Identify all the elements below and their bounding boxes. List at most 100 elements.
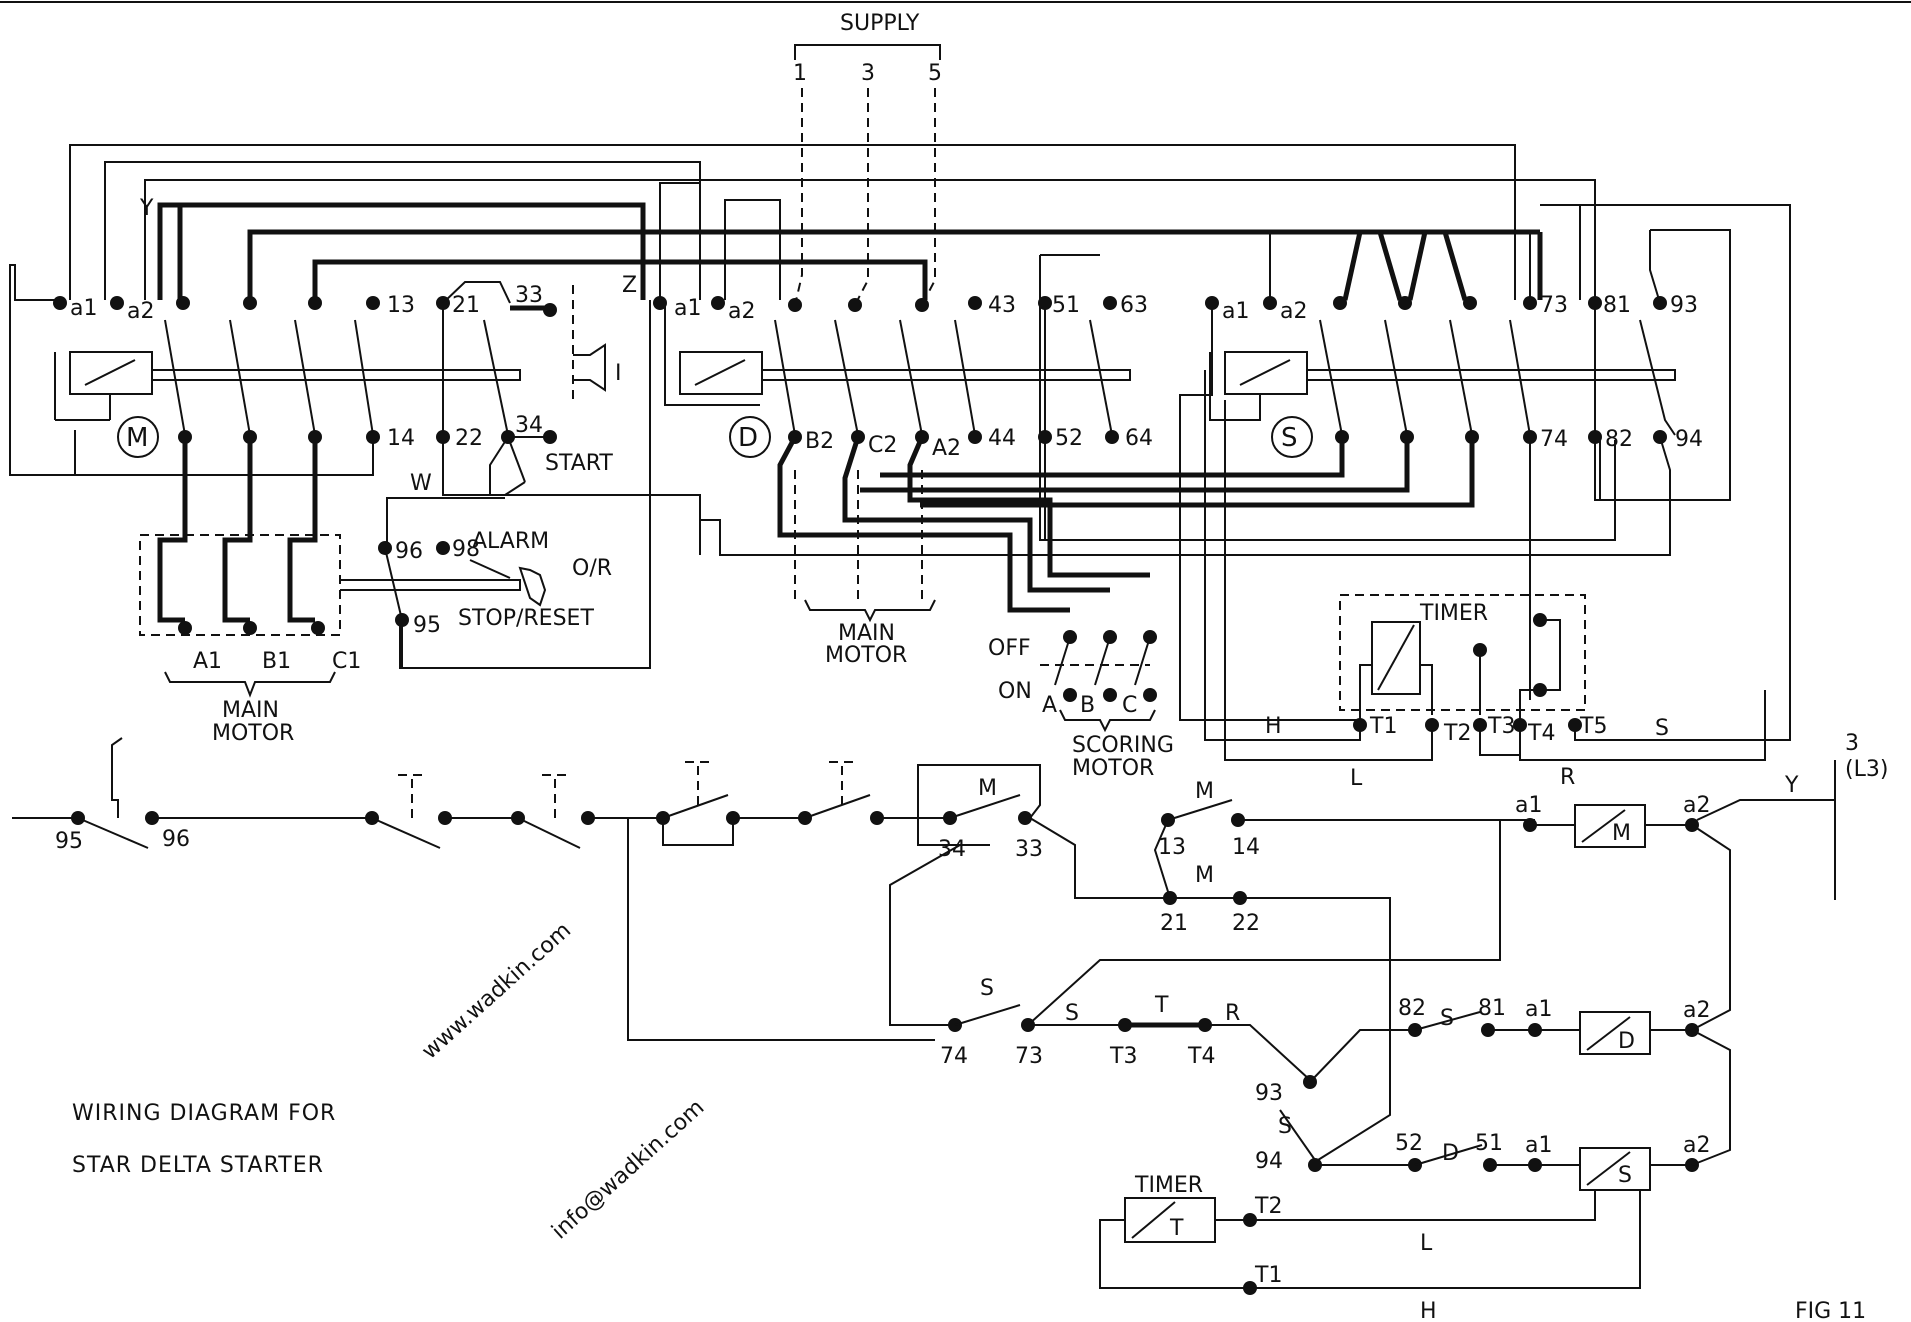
wire-label-w: W (410, 471, 432, 496)
top-bus-wires (69, 144, 1731, 541)
contactor-s: S a1 a2 73 81 93 74 82 94 (700, 180, 1730, 721)
ladder-81: 81 (1478, 996, 1506, 1021)
ladder-timer-t1: T1 (1254, 1263, 1282, 1288)
coil-m-name: M (1612, 821, 1631, 846)
timer-t4: T4 (1527, 721, 1555, 746)
main-motor-1-label-b: MOTOR (212, 721, 294, 746)
coil-d-name: D (1618, 1029, 1635, 1054)
d-a1: a1 (674, 296, 701, 321)
off-label: OFF (988, 636, 1031, 661)
coil-d (679, 351, 763, 395)
supply-y-line: 3 (L3) Y (1696, 731, 1888, 900)
ladder-95: 95 (55, 829, 83, 854)
d-top-51: 51 (1052, 293, 1080, 318)
s-a2: a2 (1280, 299, 1307, 324)
ladder-94: 94 (1255, 1149, 1283, 1174)
contactor-m-symbol (117, 416, 159, 458)
ladder-coil-d: D a1 a2 (1525, 997, 1710, 1055)
ladder-s-label-2: S (1065, 1001, 1079, 1026)
d-52: 52 (1055, 426, 1083, 451)
start-button-icon[interactable] (573, 343, 606, 392)
start-pushbutton-icon[interactable] (685, 761, 712, 805)
scoring-b: B (1080, 693, 1095, 718)
ladder-22: 22 (1232, 911, 1260, 936)
supply-line-y: Y (1784, 773, 1799, 798)
coil-s-a2: a2 (1683, 1133, 1710, 1158)
ladder-73: 73 (1015, 1044, 1043, 1069)
coil-m-a1: a1 (1515, 793, 1542, 818)
s-bottom-82: 82 (1605, 427, 1633, 452)
coil-d-a1: a1 (1525, 997, 1552, 1022)
contactor-m-name: M (126, 423, 149, 453)
watermark-url: www.wadkin.com (417, 918, 576, 1064)
m-bottom-22: 22 (455, 426, 483, 451)
ladder-m-label-1: M (978, 776, 997, 801)
m-top-33: 33 (515, 283, 543, 308)
timer-t2: T2 (1443, 721, 1471, 746)
motor1-a1: A1 (193, 649, 222, 674)
s-bottom-74: 74 (1540, 427, 1568, 452)
main-motor-2-label-b: MOTOR (825, 643, 907, 668)
main-motor-1-label-a: MAIN (222, 698, 279, 723)
ladder-21: 21 (1160, 911, 1188, 936)
d-a2: a2 (728, 299, 755, 324)
supply-line-bottom: (L3) (1845, 757, 1888, 782)
ladder-s-label-1: S (980, 976, 994, 1001)
ladder-t3: T3 (1109, 1044, 1137, 1069)
timer-t3: T3 (1487, 714, 1515, 739)
timer-wire-h: H (1265, 714, 1282, 739)
timer-t1: T1 (1369, 714, 1397, 739)
timer-t5: T5 (1579, 714, 1607, 739)
stop-reset-button-icon[interactable] (518, 566, 547, 607)
supply-bracket (794, 44, 941, 60)
ladder-t-label: T (1154, 993, 1169, 1018)
supply-phase-3: 3 (861, 61, 875, 86)
scoring-motor-label-a: SCORING (1072, 733, 1174, 758)
scoring-motor: OFF ON A B C SCORING MOTOR (988, 630, 1174, 781)
timer-box-label: TIMER (1419, 601, 1488, 626)
supply-phase-1: 1 (793, 61, 807, 86)
s-top-73: 73 (1540, 293, 1568, 318)
ladder-d-label: D (1442, 1141, 1459, 1166)
stop-pushbutton-icon[interactable] (398, 774, 425, 818)
supply-phase-5: 5 (928, 61, 942, 86)
ladder-s-label-3: S (1440, 1006, 1454, 1031)
d-b2: B2 (805, 429, 834, 454)
d-44: 44 (988, 426, 1016, 451)
contactor-m: M a1 a2 Y Z 13 21 33 14 22 34 I (9, 196, 701, 669)
ladder-m-label-3: M (1195, 863, 1214, 888)
contactor-d-name: D (738, 423, 758, 453)
d-64: 64 (1125, 426, 1153, 451)
coil-s-name: S (1618, 1163, 1632, 1188)
timer-box: TIMER T1 T2 T3 T4 T5 H L R S (1204, 204, 1791, 791)
m-bottom-14: 14 (387, 426, 415, 451)
start-pushbutton-2-icon[interactable] (829, 761, 855, 805)
wire-label-y: Y (139, 196, 154, 221)
supply-label: SUPPLY (840, 11, 920, 36)
ladder-timer-t2: T2 (1254, 1194, 1282, 1219)
timer-wire-s: S (1655, 716, 1669, 741)
supply-line-top: 3 (1845, 731, 1859, 756)
ladder-r-label: R (1225, 1001, 1240, 1026)
s-top-81: 81 (1603, 293, 1631, 318)
ladder-51: 51 (1475, 1131, 1503, 1156)
coil-d-a2: a2 (1683, 998, 1710, 1023)
timer-wire-r: R (1560, 765, 1575, 790)
ladder-coil-m: a1 M a2 (1515, 793, 1710, 848)
ladder-14: 14 (1232, 835, 1260, 860)
ladder-96: 96 (162, 827, 190, 852)
start-label: START (545, 451, 613, 476)
stop-pushbutton-2-icon[interactable] (542, 774, 568, 818)
overload-relay: A1 B1 C1 MAIN MOTOR ALARM STOP/RESET O/R… (139, 437, 612, 746)
supply-line-1 (794, 88, 803, 306)
m-top-21: 21 (452, 293, 480, 318)
watermark-email: info@wadkin.com (547, 1095, 709, 1244)
m-bottom-34: 34 (515, 413, 543, 438)
s-bottom-94: 94 (1675, 427, 1703, 452)
main-motor-2-label-a: MAIN (838, 621, 895, 646)
d-a2-term: A2 (932, 436, 961, 461)
ladder-t4: T4 (1187, 1044, 1215, 1069)
ladder-52: 52 (1395, 1131, 1423, 1156)
title-line-1: WIRING DIAGRAM FOR (72, 1101, 336, 1126)
